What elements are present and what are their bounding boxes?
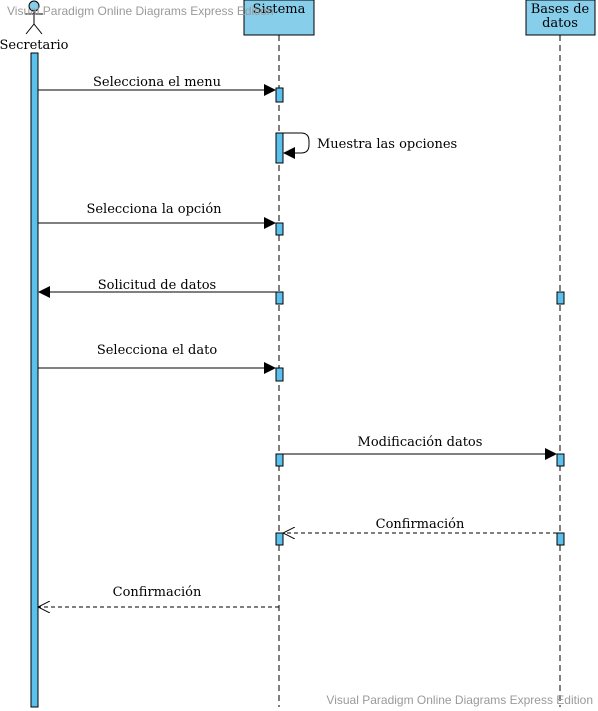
message-5-label: Selecciona el dato <box>97 343 218 358</box>
actor-secretario: Secretario <box>0 0 69 708</box>
database-label-line1: Bases de <box>531 2 590 17</box>
message-8-return: Confirmación <box>39 585 279 607</box>
participant-bases-de-datos: Bases de datos <box>525 0 596 707</box>
sistema-header-box <box>243 0 315 36</box>
message-2-arrow <box>283 132 310 159</box>
sistema-activation-4 <box>275 291 284 305</box>
sistema-activation-1 <box>275 87 284 103</box>
message-7-label: Confirmación <box>376 517 465 532</box>
message-7-return: Confirmación <box>284 517 557 533</box>
message-6-label: Modificación datos <box>358 435 483 450</box>
database-header-box <box>525 0 596 36</box>
message-2-label: Muestra las opciones <box>317 137 457 152</box>
message-1-label: Selecciona el menu <box>93 75 221 90</box>
database-activation-3 <box>556 532 565 546</box>
message-5: Selecciona el dato <box>38 343 276 374</box>
database-activation-2 <box>556 453 565 467</box>
participant-sistema: Sistema <box>243 0 315 707</box>
database-label-line2: datos <box>542 16 578 31</box>
actor-leg-right <box>33 23 43 35</box>
message-1: Selecciona el menu <box>38 75 276 96</box>
sistema-label: Sistema <box>253 2 306 17</box>
message-3-label: Selecciona la opción <box>86 202 222 217</box>
message-2-self: Muestra las opciones <box>283 132 457 159</box>
actor-label: Secretario <box>0 38 69 53</box>
message-6: Modificación datos <box>283 435 557 460</box>
database-activation-1 <box>556 291 565 305</box>
watermark-bottom: Visual Paradigm Online Diagrams Express … <box>326 693 593 707</box>
actor-activation-bar <box>30 52 39 708</box>
message-4-label: Solicitud de datos <box>98 278 216 293</box>
actor-leg-left <box>25 23 35 35</box>
message-3: Selecciona la opción <box>38 202 276 229</box>
sistema-activation-5 <box>275 367 284 382</box>
message-8-label: Confirmación <box>113 585 202 600</box>
sistema-activation-2 <box>275 132 284 164</box>
sistema-activation-7 <box>275 532 284 546</box>
watermark-top: Visual Paradigm Online Diagrams Express … <box>7 4 274 18</box>
message-4: Solicitud de datos <box>38 278 276 298</box>
sistema-activation-6 <box>275 453 284 467</box>
sistema-activation-3 <box>275 222 284 236</box>
